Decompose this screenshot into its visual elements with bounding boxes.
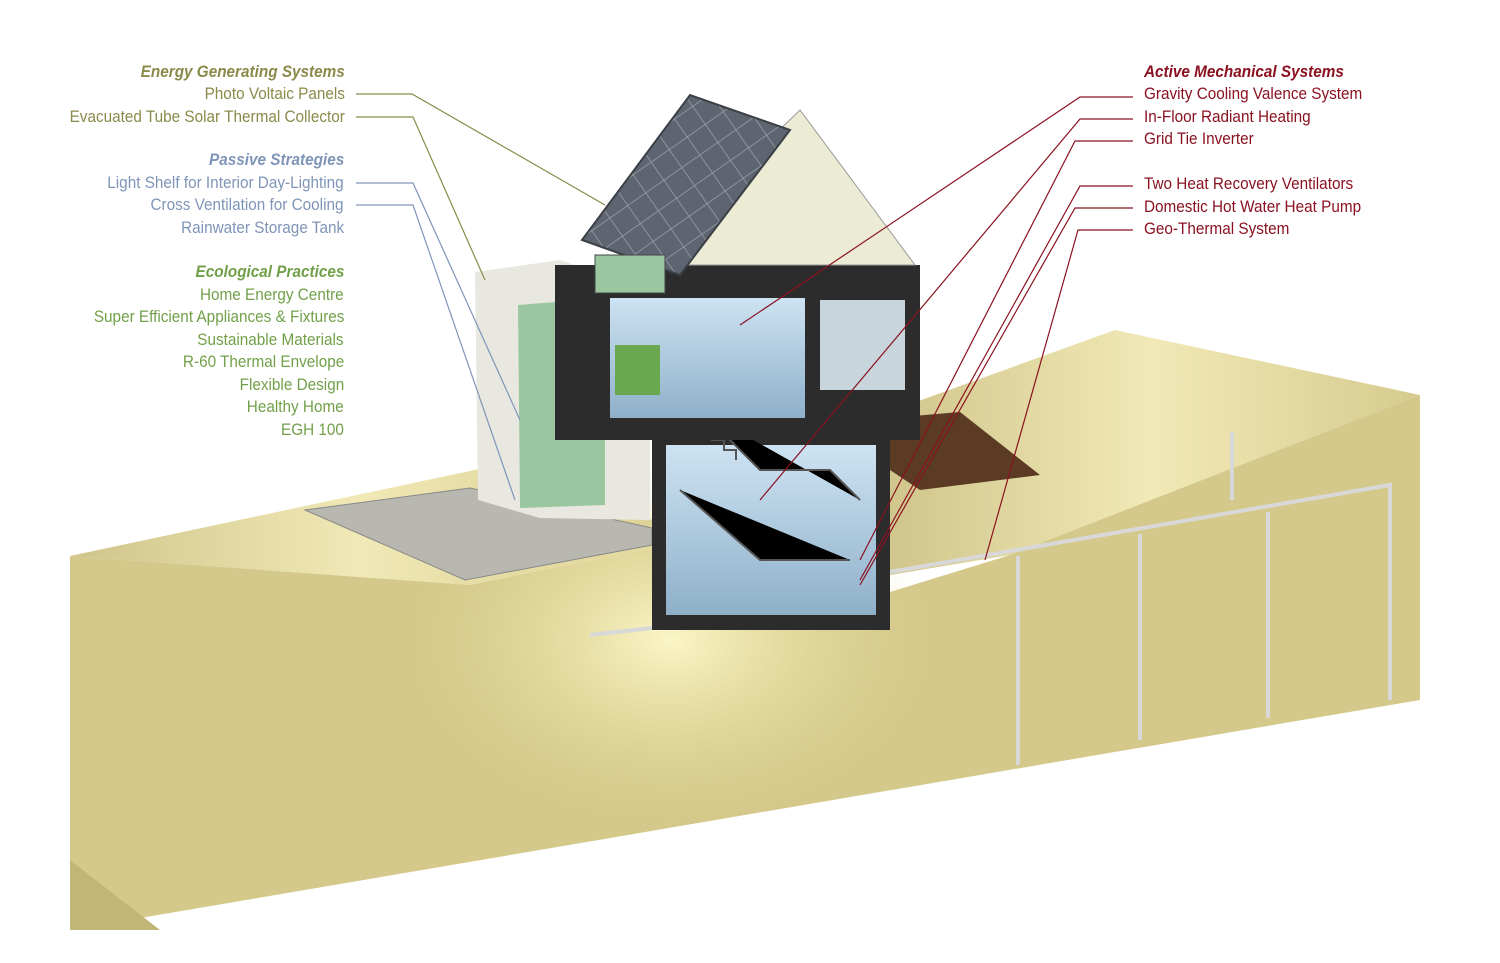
energy-item-pv: Photo Voltaic Panels xyxy=(205,83,345,105)
dormer-window xyxy=(595,255,665,293)
mechanical-item-geothermal: Geo-Thermal System xyxy=(1144,218,1289,240)
ecological-practices-heading: Ecological Practices xyxy=(195,261,344,283)
energy-generating-heading: Energy Generating Systems xyxy=(141,61,345,83)
mechanical-item-heat-pump: Domestic Hot Water Heat Pump xyxy=(1144,196,1361,218)
mechanical-item-grid-tie: Grid Tie Inverter xyxy=(1144,128,1254,150)
ecological-item-flexible-design: Flexible Design xyxy=(239,374,344,396)
passive-strategies-heading: Passive Strategies xyxy=(209,149,344,171)
upper-right-room xyxy=(820,300,905,390)
active-mechanical-heading: Active Mechanical Systems xyxy=(1144,61,1344,83)
ecological-item-thermal-envelope: R-60 Thermal Envelope xyxy=(183,351,344,373)
ecological-item-healthy-home: Healthy Home xyxy=(247,396,344,418)
passive-item-rainwater: Rainwater Storage Tank xyxy=(181,217,344,239)
ecological-item-appliances: Super Efficient Appliances & Fixtures xyxy=(93,306,344,328)
ecological-item-egh: EGH 100 xyxy=(281,419,344,441)
mechanical-item-gravity-cooling: Gravity Cooling Valence System xyxy=(1144,83,1362,105)
planter-greenery xyxy=(615,345,660,395)
ecological-item-materials: Sustainable Materials xyxy=(198,329,344,351)
passive-item-cross-ventilation: Cross Ventilation for Cooling xyxy=(151,194,344,216)
mechanical-item-radiant-heating: In-Floor Radiant Heating xyxy=(1144,106,1311,128)
ecological-item-energy-centre: Home Energy Centre xyxy=(200,284,344,306)
energy-item-solar-thermal: Evacuated Tube Solar Thermal Collector xyxy=(70,106,345,128)
passive-item-light-shelf: Light Shelf for Interior Day-Lighting xyxy=(108,172,344,194)
mechanical-item-hrv: Two Heat Recovery Ventilators xyxy=(1144,173,1353,195)
